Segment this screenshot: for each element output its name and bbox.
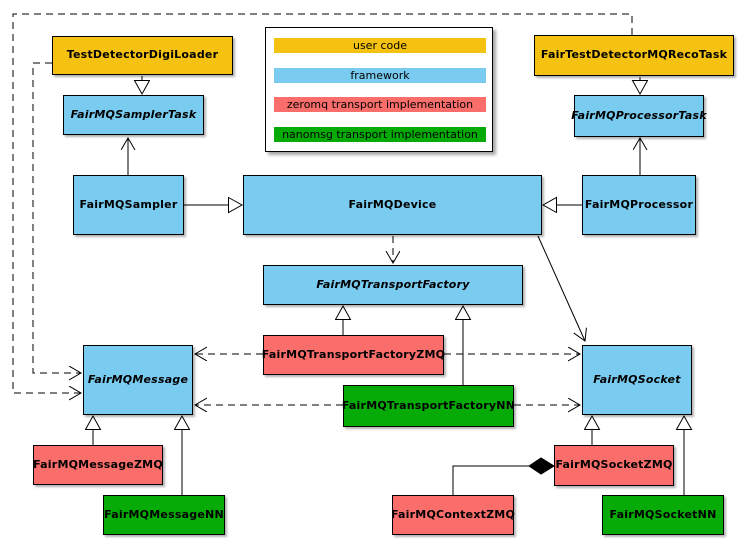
legend-item-framework: framework [274,68,486,83]
node-fairmq-transport-factory-zmq: FairMQTransportFactoryZMQ [262,335,445,375]
legend: user code framework zeromq transport imp… [265,27,493,152]
legend-item-zeromq: zeromq transport implementation [274,97,486,112]
node-fair-test-detector-mq-reco-task: FairTestDetectorMQRecoTask [534,35,734,76]
edge-contextzmq-socketzmq [452,465,529,495]
node-test-detector-digi-loader: TestDetectorDigiLoader [52,36,233,75]
node-fairmq-socket-zmq: FairMQSocketZMQ [554,445,674,486]
node-fairmq-message-nn: FairMQMessageNN [103,495,225,535]
node-fairmq-sampler-task: FairMQSamplerTask [63,95,204,135]
node-fairmq-processor-task: FairMQProcessorTask [571,95,707,137]
node-fairmq-transport-factory-nn: FairMQTransportFactoryNN [342,385,515,427]
node-fairmq-context-zmq: FairMQContextZMQ [391,495,515,535]
node-fairmq-message-zmq: FairMQMessageZMQ [33,445,163,485]
legend-item-nanomsg: nanomsg transport implementation [274,127,486,142]
legend-item-user-code: user code [274,38,486,53]
composition-diamond [528,457,555,475]
node-fairmq-socket-nn: FairMQSocketNN [602,495,724,535]
edge-digiloader-message [32,62,81,373]
node-fairmq-device: FairMQDevice [243,175,542,235]
node-fairmq-socket: FairMQSocket [582,345,692,415]
node-fairmq-message: FairMQMessage [83,345,193,415]
edge-recotask-message [12,13,633,393]
node-fairmq-sampler: FairMQSampler [73,175,184,235]
node-fairmq-processor: FairMQProcessor [582,175,696,235]
edge-device-socket [537,235,585,341]
node-fairmq-transport-factory: FairMQTransportFactory [263,265,523,305]
